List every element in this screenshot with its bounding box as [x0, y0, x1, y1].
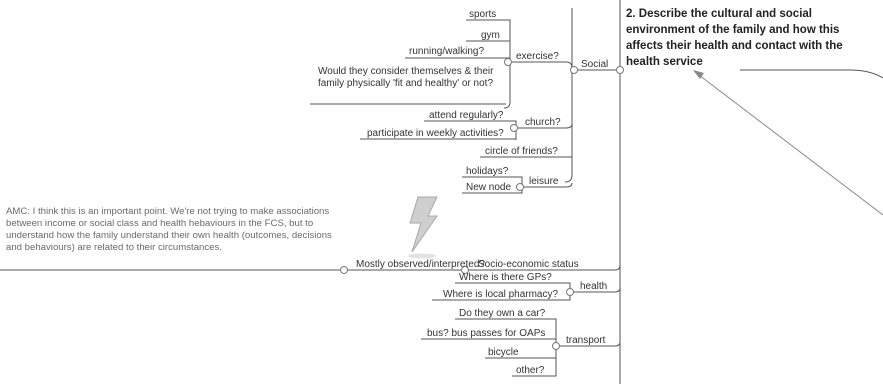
church-collapse-icon[interactable] [510, 124, 518, 132]
node-exercise[interactable]: exercise? [516, 51, 559, 62]
socio-collapse-icon[interactable] [461, 266, 469, 274]
node-sports[interactable]: sports [469, 9, 497, 20]
node-running[interactable]: running/walking? [409, 46, 485, 57]
exercise-collapse-icon[interactable] [504, 58, 512, 66]
node-car[interactable]: Do they own a car? [459, 308, 546, 319]
topic-collapse-icon[interactable] [616, 66, 624, 74]
node-participate[interactable]: participate in weekly activities? [367, 128, 504, 139]
node-pharmacy[interactable]: Where is local pharmacy? [443, 289, 559, 300]
node-social[interactable]: Social [581, 59, 609, 70]
node-bicycle[interactable]: bicycle [488, 347, 519, 358]
node-circle[interactable]: circle of friends? [485, 146, 558, 157]
main-topic[interactable]: 2. Describe the cultural and social envi… [626, 8, 843, 68]
leisure-collapse-icon[interactable] [516, 183, 524, 191]
observed-collapse-icon[interactable] [340, 266, 348, 274]
node-observed[interactable]: Mostly observed/interpreted? [356, 259, 485, 270]
node-bus[interactable]: bus? bus passes for OAPs [427, 328, 546, 339]
node-health[interactable]: health [580, 281, 608, 292]
comment-note: AMC: I think this is an important point.… [6, 206, 332, 253]
node-gps[interactable]: Where is there GPs? [459, 272, 552, 283]
node-transport[interactable]: transport [566, 335, 606, 346]
arrow-head [693, 70, 704, 79]
node-new-node[interactable]: New node [466, 182, 512, 193]
health-collapse-icon[interactable] [566, 288, 574, 296]
node-socio[interactable]: Socio-economic status [478, 259, 579, 270]
lightning-icon [408, 196, 438, 259]
node-attend[interactable]: attend regularly? [429, 110, 504, 121]
node-leisure[interactable]: leisure [529, 176, 559, 187]
node-gym[interactable]: gym [481, 30, 500, 41]
node-church[interactable]: church? [525, 117, 561, 128]
node-fit-question[interactable]: Would they consider themselves & their f… [318, 66, 494, 89]
node-other[interactable]: other? [516, 365, 545, 376]
node-holidays[interactable]: holidays? [466, 166, 509, 177]
social-collapse-icon[interactable] [570, 66, 578, 74]
transport-collapse-icon[interactable] [552, 342, 560, 350]
